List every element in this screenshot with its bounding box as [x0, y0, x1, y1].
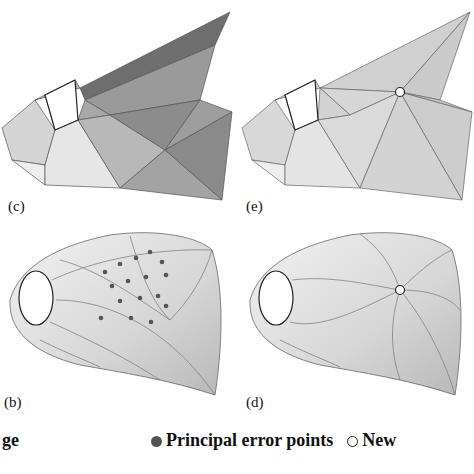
smooth-surface — [10, 233, 221, 395]
panel-label: (b) — [4, 394, 22, 411]
legend-text: New — [362, 430, 396, 451]
panel-label: (c) — [8, 198, 25, 215]
legend-text: ge — [2, 430, 19, 451]
smooth-refined-surface — [250, 233, 461, 395]
error-points — [99, 250, 169, 325]
error-point-sample — [151, 436, 162, 447]
panel-label: (d) — [246, 394, 264, 411]
new-point-sample — [347, 436, 358, 447]
panel-label: (e) — [246, 198, 263, 215]
refined-mesh — [242, 12, 472, 200]
coarse-mesh — [2, 12, 232, 200]
legend-text: Principal error points — [166, 430, 333, 451]
